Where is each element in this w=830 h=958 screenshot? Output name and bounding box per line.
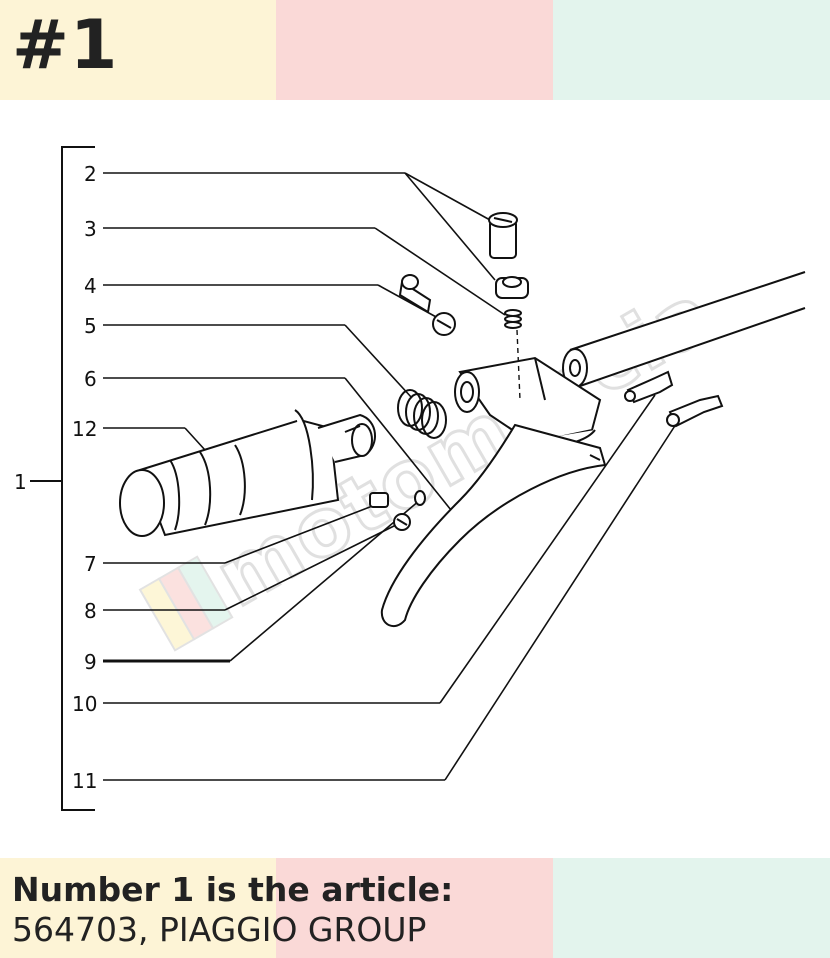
- callout-8: 8: [84, 599, 97, 623]
- callout-2: 2: [84, 162, 97, 186]
- callout-9: 9: [84, 650, 97, 674]
- caption-article: 564703, PIAGGIO GROUP: [12, 910, 427, 949]
- return-spring: [397, 389, 447, 439]
- brake-lever-arm: [380, 423, 607, 628]
- footer-color-band: [0, 858, 830, 958]
- band-pink: [276, 858, 553, 958]
- callout-4: 4: [84, 274, 97, 298]
- callout-6: 6: [84, 367, 97, 391]
- callout-3: 3: [84, 217, 97, 241]
- leader-lines: [103, 172, 681, 781]
- callout-12: 12: [72, 417, 97, 441]
- band-mint: [553, 0, 830, 100]
- part-number-heading: #1: [12, 6, 119, 85]
- callout-10: 10: [72, 692, 97, 716]
- callout-11: 11: [72, 769, 97, 793]
- small-spring: [504, 309, 522, 401]
- stop-screw: [398, 274, 456, 336]
- callout-1: 1: [14, 470, 27, 494]
- band-yellow: [0, 858, 276, 958]
- callout-5: 5: [84, 314, 97, 338]
- cable-clamp-parts: [369, 490, 426, 531]
- header-color-band: [0, 0, 830, 100]
- band-yellow: [0, 0, 276, 100]
- caption-title: Number 1 is the article:: [12, 870, 454, 909]
- callout-7: 7: [84, 552, 97, 576]
- pivot-screw: [488, 212, 518, 259]
- assembly-bracket: [30, 146, 95, 811]
- exploded-parts-diagram: motomercia 1 2 3 4 5: [14, 146, 806, 811]
- cable-adjusters: [624, 370, 724, 428]
- pivot-nut: [495, 276, 529, 299]
- callout-labels: 1 2 3 4 5 6 12 7 8 9 10 11: [14, 162, 97, 793]
- band-pink: [276, 0, 553, 100]
- band-mint: [553, 858, 830, 958]
- handle-grip: [119, 409, 376, 537]
